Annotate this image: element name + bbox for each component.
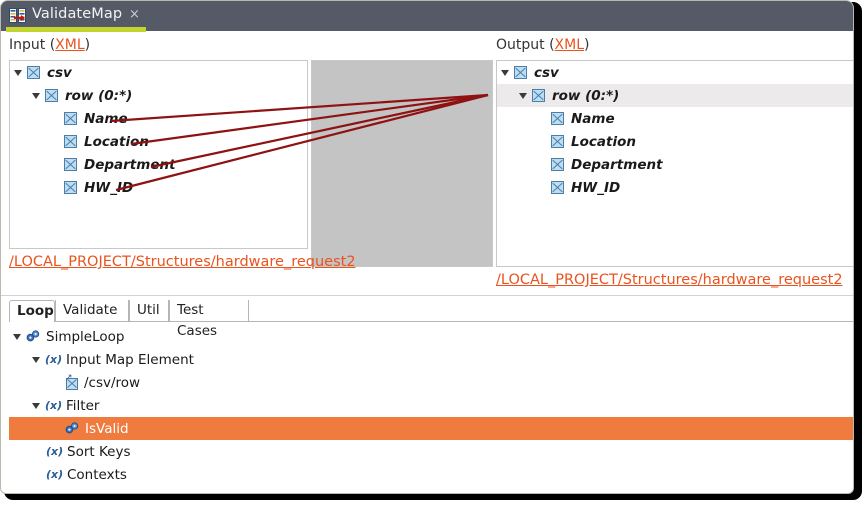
tree-item-label: /csv/row (84, 374, 141, 391)
window-body: ValidateMap × Input (XML) Output (XML) c… (0, 0, 854, 494)
tree-row[interactable]: (x)Contexts (9, 463, 853, 486)
tree-row[interactable]: (x)Sort Keys (9, 440, 853, 463)
input-label-suffix: ) (84, 37, 91, 53)
tree-item-label: Location (571, 133, 636, 150)
tree-item-label: Sort Keys (67, 443, 131, 460)
title-bar: ValidateMap × (1, 1, 853, 32)
input-label-prefix: Input ( (9, 37, 56, 53)
function-fx-icon: (x) (45, 352, 63, 366)
tree-item-label: csv (534, 64, 559, 81)
xml-element-icon (514, 66, 527, 79)
tree-row[interactable]: Department (497, 153, 853, 176)
tree-row[interactable]: HW_ID (10, 176, 307, 199)
tree-item-label: Filter (66, 397, 100, 414)
xml-element-icon (551, 112, 564, 125)
section-divider (1, 295, 853, 296)
map-document-icon (9, 8, 26, 24)
tree-item-label: SimpleLoop (46, 328, 125, 345)
xml-element-icon (64, 181, 77, 194)
tree-row[interactable]: HW_ID (497, 176, 853, 199)
tab-test-cases[interactable]: Test Cases (169, 300, 249, 339)
tree-row[interactable]: csv (497, 61, 853, 84)
chevron-down-icon[interactable] (32, 356, 40, 363)
tree-row[interactable]: Name (10, 107, 307, 130)
tree-item-label: Department (571, 156, 663, 173)
chevron-down-icon[interactable] (32, 402, 40, 409)
output-label-prefix: Output ( (496, 37, 555, 53)
loop-gear-icon (26, 330, 40, 343)
tree-item-label: row (0:*) (65, 87, 133, 104)
tree-item-label: Location (84, 133, 149, 150)
tree-row[interactable]: row (0:*) (10, 84, 307, 107)
xml-element-icon (64, 112, 77, 125)
tree-row[interactable]: (x)Input Map Element (9, 348, 853, 371)
tree-item-label: row (0:*) (552, 87, 620, 104)
close-icon[interactable]: × (129, 7, 140, 22)
element-link-icon: ↗ (65, 374, 78, 390)
tree-row[interactable]: Department (10, 153, 307, 176)
loop-gear-icon (65, 422, 79, 435)
tab-validate[interactable]: Validate (55, 300, 129, 321)
xml-element-icon (551, 135, 564, 148)
tree-item-label: csv (47, 64, 72, 81)
xml-element-icon (64, 135, 77, 148)
mapping-canvas[interactable] (311, 60, 493, 267)
output-label-suffix: ) (584, 37, 590, 53)
tree-item-label: Name (84, 110, 128, 127)
xml-element-icon (45, 89, 58, 102)
function-fx-icon: (x) (46, 467, 64, 481)
tree-row[interactable]: (x)Filter (9, 394, 853, 417)
chevron-down-icon[interactable] (13, 333, 21, 340)
tabstrip-underline (9, 321, 853, 322)
canvas-grid (312, 61, 492, 266)
xml-element-icon (532, 89, 545, 102)
xml-element-icon (27, 66, 40, 79)
loop-detail-tree[interactable]: SimpleLoop(x)Input Map Element↗/csv/row(… (9, 325, 853, 490)
tree-item-label: Input Map Element (66, 351, 194, 368)
chevron-down-icon[interactable] (519, 92, 527, 99)
function-fx-icon: (x) (46, 444, 64, 458)
xml-element-icon (551, 158, 564, 171)
tree-item-label: HW_ID (571, 179, 621, 196)
tab-util[interactable]: Util (129, 300, 169, 321)
chevron-down-icon[interactable] (14, 69, 22, 76)
output-panel-label: Output (XML) (496, 37, 590, 53)
active-tab-accent-bar (6, 27, 146, 32)
input-xml-link[interactable]: XML (55, 37, 85, 53)
function-fx-icon: (x) (45, 398, 63, 412)
active-tab-underline-gap (10, 321, 54, 322)
tree-row[interactable]: csv (10, 61, 307, 84)
tab-loop[interactable]: Loop (9, 300, 55, 321)
xml-element-icon (551, 181, 564, 194)
input-panel-label: Input (XML) (9, 37, 90, 53)
tree-item-label: Department (84, 156, 176, 173)
tree-item-label: IsValid (85, 420, 129, 437)
tree-item-label: HW_ID (84, 179, 134, 196)
input-structure-path-link[interactable]: /LOCAL_PROJECT/Structures/hardware_reque… (9, 254, 356, 270)
chevron-down-icon[interactable] (501, 69, 509, 76)
xml-element-icon (64, 158, 77, 171)
chevron-down-icon[interactable] (32, 92, 40, 99)
output-structure-path-link[interactable]: /LOCAL_PROJECT/Structures/hardware_reque… (496, 272, 843, 288)
tree-row[interactable]: Location (10, 130, 307, 153)
output-xml-link[interactable]: XML (554, 37, 585, 53)
tree-row[interactable]: Location (497, 130, 853, 153)
editor-tab-label: ValidateMap (32, 6, 123, 22)
tree-row[interactable]: Name (497, 107, 853, 130)
tree-row[interactable]: ↗ /csv/row (9, 371, 853, 394)
tree-item-label: Name (571, 110, 615, 127)
tree-item-label: Contexts (67, 466, 127, 483)
tree-row[interactable]: SimpleLoop (9, 325, 853, 348)
tree-row[interactable]: IsValid (9, 417, 853, 440)
tree-row[interactable]: row (0:*) (497, 84, 853, 107)
